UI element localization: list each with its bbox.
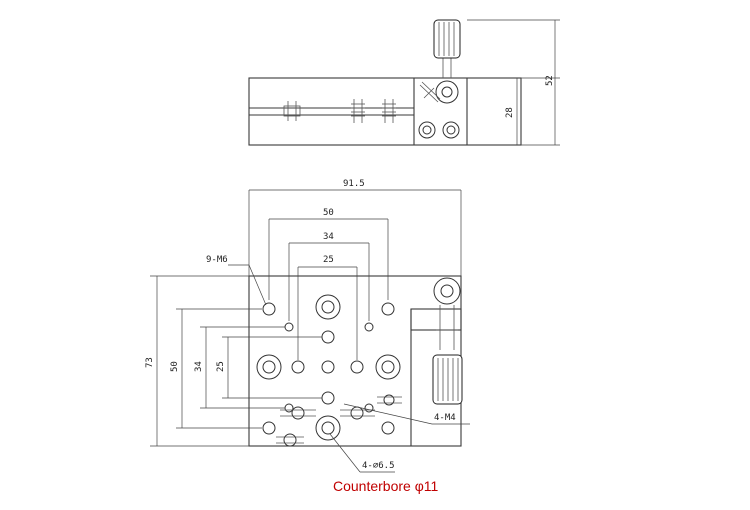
front-view: 91.5 50 34 25 73 50 34 25 9-M6 bbox=[145, 179, 470, 473]
dim-label-52: 52 bbox=[545, 75, 555, 86]
dim-label-50-v: 50 bbox=[170, 361, 180, 372]
label-9-m6: 9-M6 bbox=[206, 255, 228, 265]
top-view: 52 28 bbox=[248, 19, 560, 146]
top-view-knob bbox=[433, 19, 461, 78]
label-4-bore: 4-⌀6.5 bbox=[362, 461, 395, 471]
dim-label-91-5: 91.5 bbox=[343, 179, 365, 189]
dim-label-25-v: 25 bbox=[216, 361, 226, 372]
dim-label-28: 28 bbox=[505, 107, 515, 118]
counterbore-holes bbox=[256, 294, 401, 441]
dim-label-34-h: 34 bbox=[323, 232, 334, 242]
counterbore-caption: Counterbore φ11 bbox=[333, 478, 439, 494]
top-view-screws bbox=[283, 99, 396, 123]
dim-label-34-v: 34 bbox=[194, 361, 204, 372]
lock-screws bbox=[276, 394, 402, 447]
dim-label-50-h: 50 bbox=[323, 208, 334, 218]
dim-label-25-h: 25 bbox=[323, 255, 334, 265]
leader-m6 bbox=[248, 264, 267, 306]
label-4-m4: 4-M4 bbox=[434, 413, 456, 423]
front-view-micrometer bbox=[432, 277, 463, 405]
dim-label-73: 73 bbox=[145, 357, 155, 368]
top-view-body bbox=[248, 77, 522, 146]
m6-holes bbox=[262, 302, 395, 435]
